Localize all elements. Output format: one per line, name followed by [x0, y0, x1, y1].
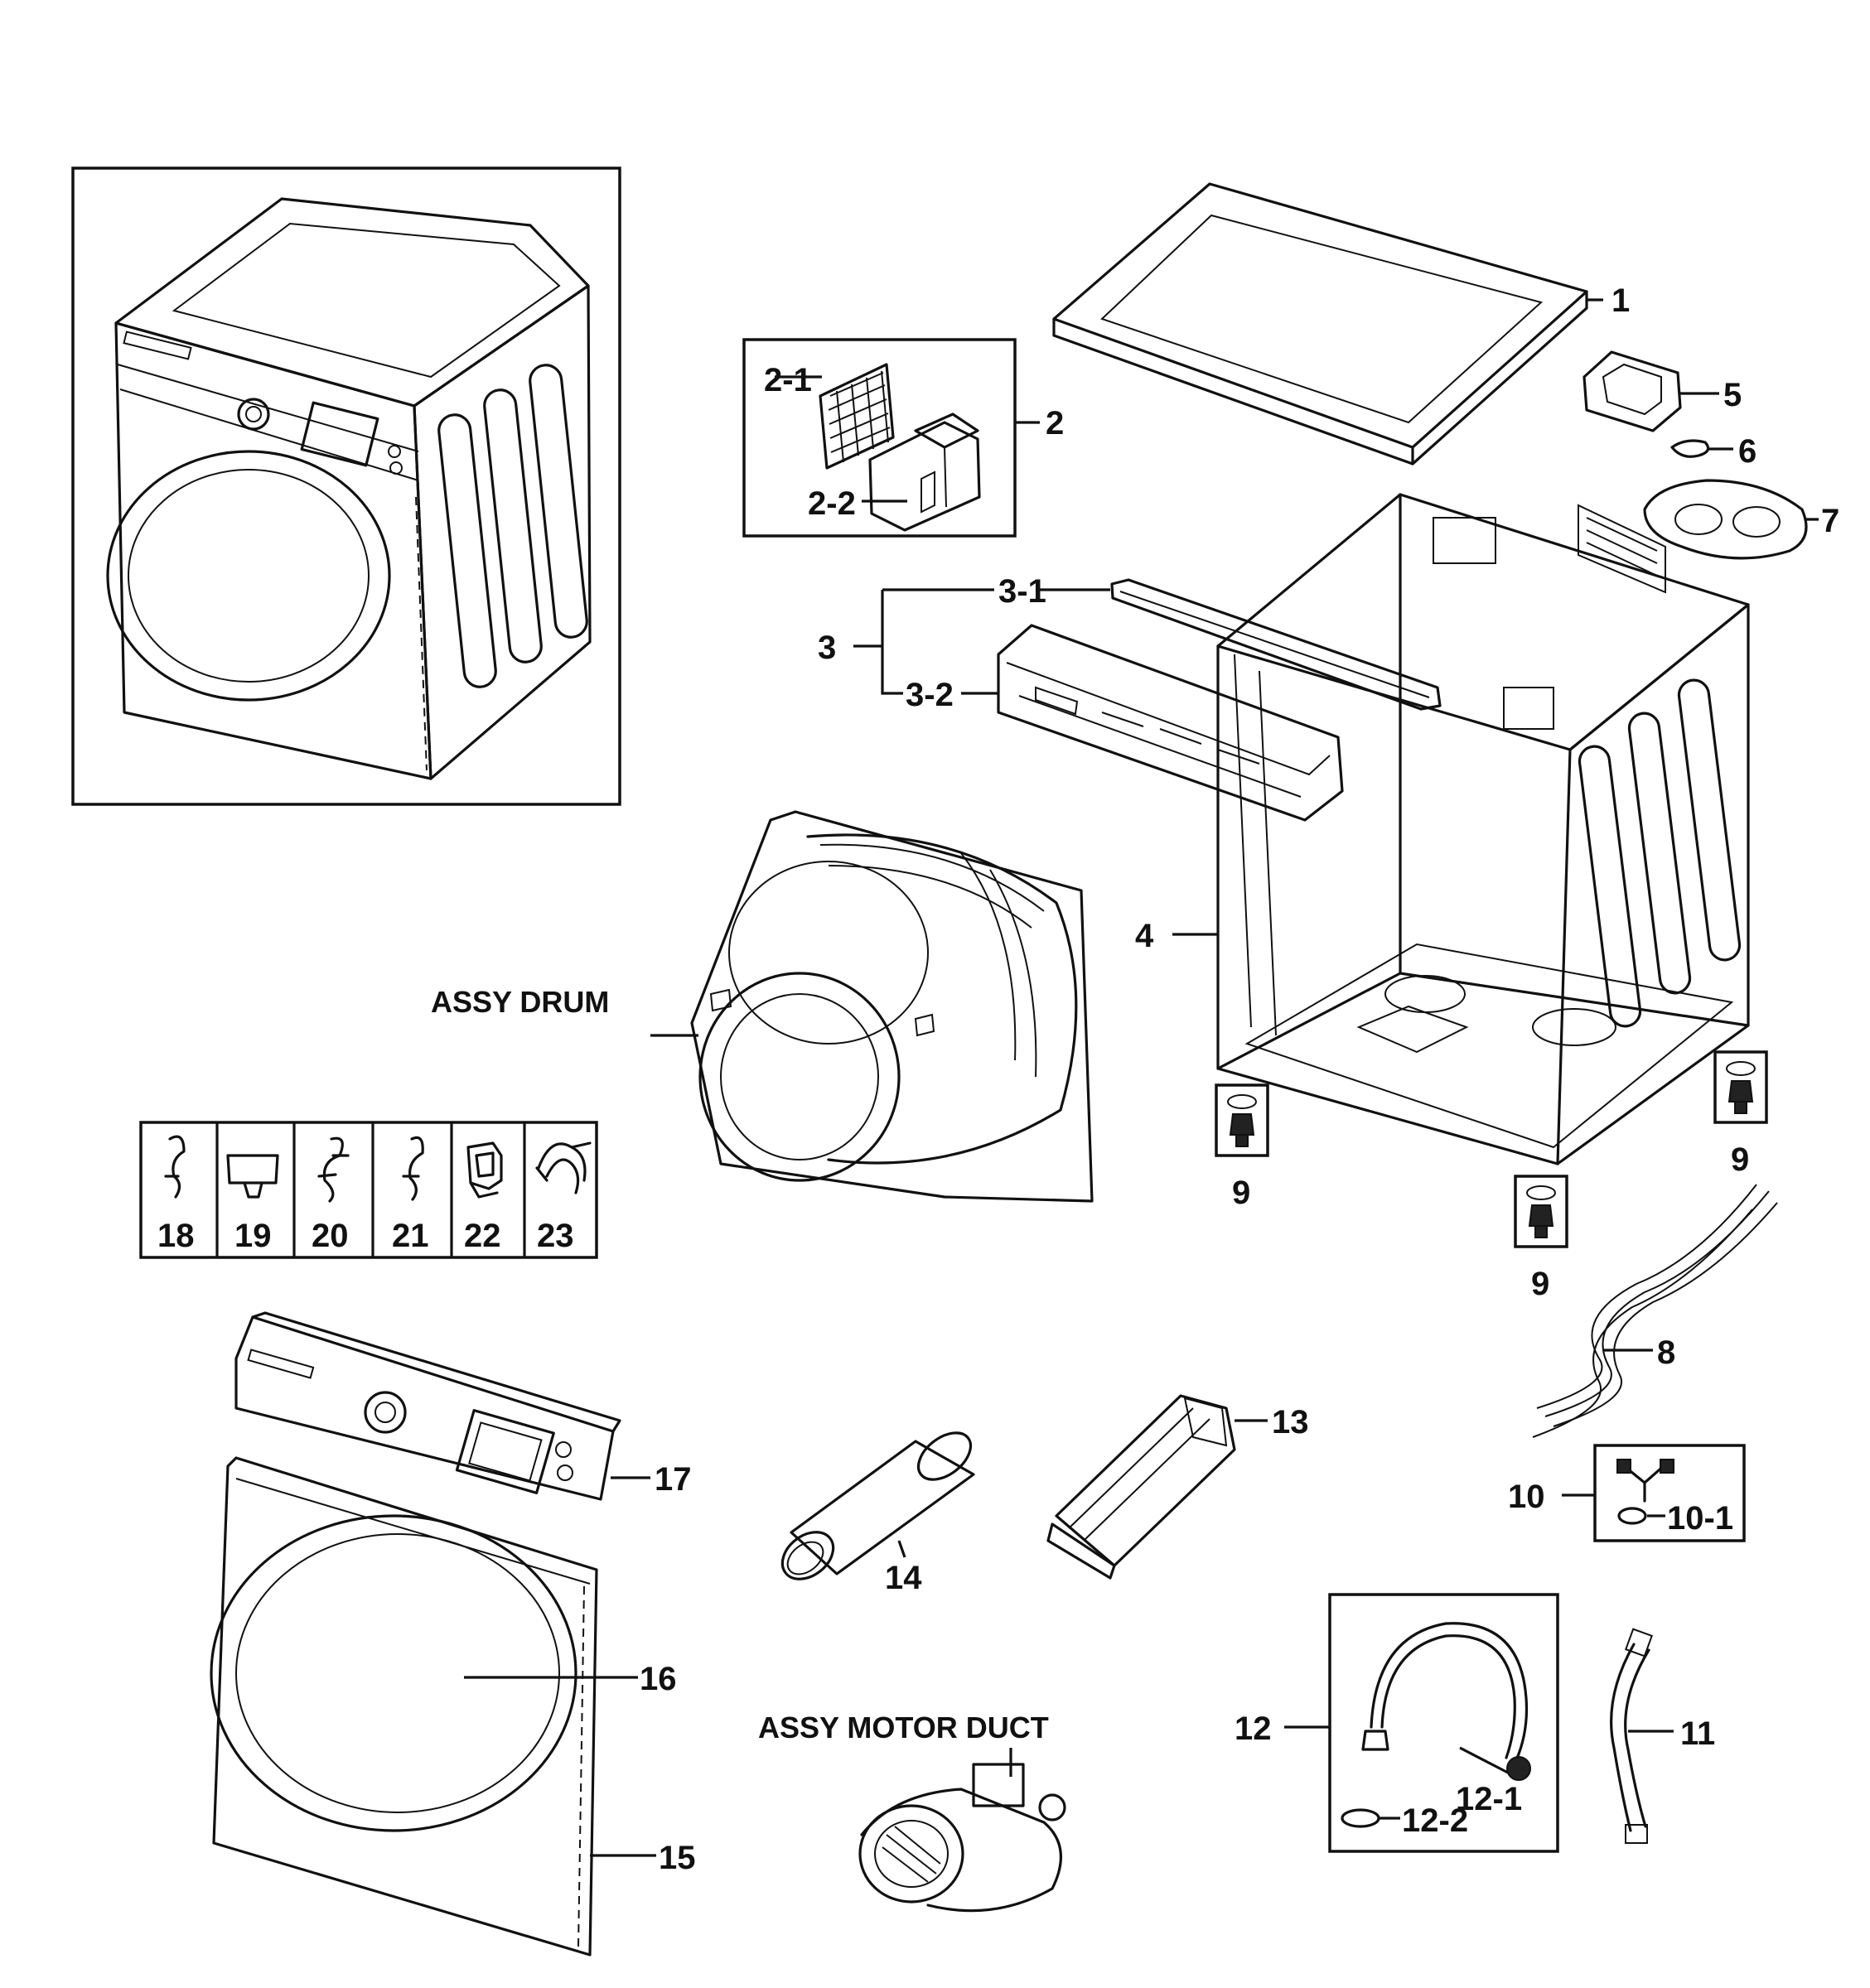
clip-20-icon — [317, 1136, 350, 1203]
part-3-frame-brackets: 3-1 3-2 3 — [818, 573, 1442, 822]
part-9-foot-a: 9 — [1215, 1083, 1269, 1211]
clip-22-icon — [466, 1141, 503, 1199]
part-12-hose: 12-1 12-2 12 — [1235, 1593, 1559, 1853]
label-part-9-b: 9 — [1531, 1266, 1549, 1302]
part-9-foot-b: 9 — [1514, 1175, 1568, 1302]
label-assy-drum: ASSY DRUM — [431, 985, 609, 1019]
label-part-2: 2 — [1046, 405, 1064, 442]
control-knob — [237, 398, 270, 431]
dryer-side-panel — [413, 284, 592, 780]
label-part-3-1: 3-1 — [998, 573, 1046, 610]
label-part-3: 3 — [818, 630, 836, 666]
dryer-door — [106, 450, 391, 702]
part-15-front-panel: 15 — [212, 1456, 696, 1957]
assembled-dryer-inset — [71, 166, 621, 806]
label-part-12-2: 12-2 — [1402, 1802, 1468, 1839]
part-7-vent-cover: 7 — [1643, 479, 1839, 560]
part-3-2-brace — [997, 624, 1344, 822]
clip-label-18: 18 — [157, 1218, 195, 1254]
label-part-14: 14 — [885, 1560, 922, 1596]
label-part-15: 15 — [659, 1840, 696, 1876]
label-part-12-1: 12-1 — [1456, 1781, 1522, 1817]
clip-18-icon — [164, 1135, 186, 1199]
label-part-6: 6 — [1738, 433, 1756, 470]
part-2-1-filter — [819, 363, 895, 470]
part-14-duct-tube: 14 — [780, 1431, 975, 1596]
part-10-fitting: 10-1 10 — [1508, 1444, 1746, 1542]
part-11-drain-hose: 11 — [1610, 1628, 1715, 1844]
label-part-9-c: 9 — [1731, 1141, 1749, 1178]
clip-19-icon — [226, 1154, 279, 1199]
assy-motor-duct: ASSY MOTOR DUCT — [758, 1711, 1066, 1913]
clip-label-23: 23 — [537, 1218, 574, 1254]
part-4-cabinet: 4 — [1135, 493, 1750, 1165]
label-part-10-1: 10-1 — [1667, 1500, 1733, 1537]
clip-label-21: 21 — [392, 1218, 429, 1254]
label-assy-motor-duct: ASSY MOTOR DUCT — [758, 1711, 1049, 1744]
label-part-8: 8 — [1657, 1334, 1675, 1371]
assy-drum: ASSY DRUM — [431, 810, 1094, 1203]
control-display — [300, 401, 379, 467]
label-part-11: 11 — [1680, 1715, 1715, 1752]
clip-label-19: 19 — [234, 1218, 272, 1254]
label-part-1: 1 — [1611, 282, 1630, 319]
label-part-10: 10 — [1508, 1479, 1545, 1515]
label-part-12: 12 — [1235, 1711, 1272, 1747]
label-part-4: 4 — [1135, 918, 1154, 954]
part-6-gasket: 6 — [1670, 433, 1756, 470]
part-2-2-housing — [868, 421, 981, 532]
label-part-9-a: 9 — [1232, 1175, 1250, 1211]
part-17-control-panel: 17 — [234, 1311, 692, 1501]
part-1-top-cover: 1 — [1052, 182, 1630, 466]
label-part-5: 5 — [1723, 377, 1742, 413]
label-part-7: 7 — [1821, 503, 1839, 539]
clip-label-20: 20 — [312, 1218, 349, 1254]
clip-23-icon — [535, 1141, 592, 1194]
clip-label-22: 22 — [464, 1218, 501, 1254]
part-5-bracket: 5 — [1582, 350, 1742, 432]
part-9-foot-c: 9 — [1713, 1050, 1768, 1178]
label-part-3-2: 3-2 — [906, 677, 954, 713]
label-part-2-1: 2-1 — [764, 362, 812, 398]
part-16-door: 16 — [210, 1514, 677, 1832]
label-part-13: 13 — [1272, 1404, 1309, 1440]
label-part-17: 17 — [655, 1461, 692, 1498]
clip-21-icon — [402, 1136, 424, 1201]
drum-front-opening — [698, 972, 901, 1182]
part-8-wire-harness: 8 — [1532, 1184, 1778, 1438]
part-3-1-bar — [1110, 578, 1442, 711]
label-part-16: 16 — [640, 1661, 677, 1697]
part-13-heater: 13 — [1046, 1394, 1309, 1580]
label-part-2-2: 2-2 — [808, 485, 856, 522]
clips-table: 18 19 20 21 22 23 — [139, 1121, 598, 1259]
part-2-filter-group: 2-1 2-2 2 — [742, 338, 1064, 538]
part-2-box — [742, 338, 1017, 538]
